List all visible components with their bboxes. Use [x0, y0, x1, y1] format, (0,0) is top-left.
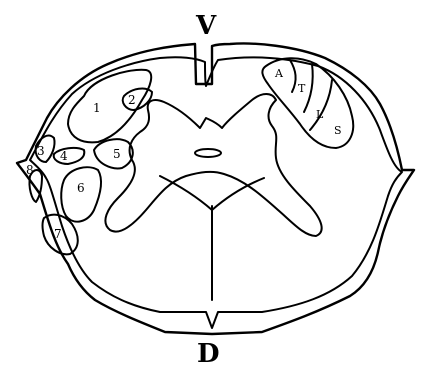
segment-label-t: T — [298, 82, 306, 95]
tract-label-4: 4 — [60, 149, 68, 163]
label-d: D — [197, 339, 220, 367]
tract-label-5: 5 — [113, 147, 121, 161]
segment-label-l: L — [316, 108, 324, 121]
label-v: V — [195, 11, 217, 41]
tract-label-7: 7 — [54, 227, 62, 241]
tract-label-2: 2 — [128, 93, 136, 107]
segment-label-a: A — [274, 67, 284, 80]
tract-label-1: 1 — [93, 101, 101, 115]
tract-label-8: 8 — [26, 163, 34, 177]
tract-label-3: 3 — [37, 144, 45, 158]
segment-label-s: S — [334, 124, 342, 137]
tract-label-6: 6 — [77, 181, 85, 195]
